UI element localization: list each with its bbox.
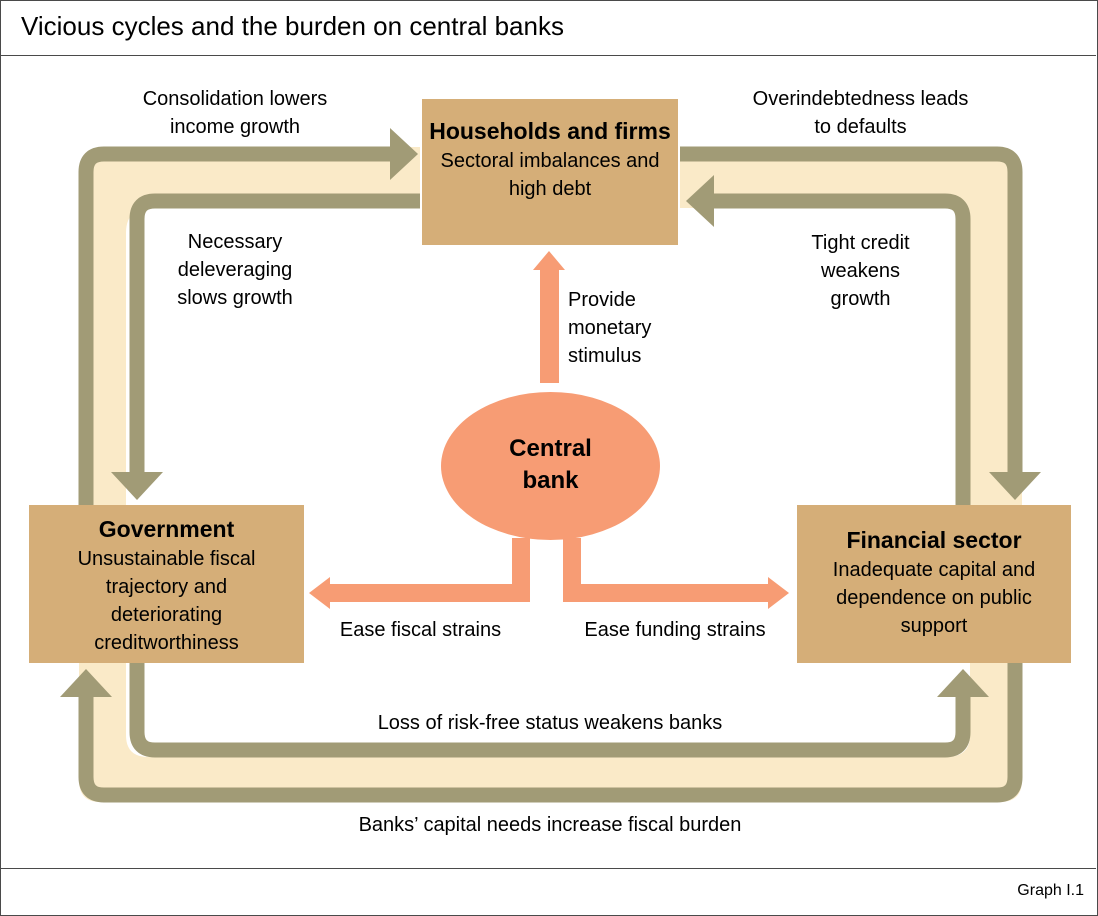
loop-band-bottom	[79, 663, 1022, 802]
flow-overindebtedness-line	[680, 146, 1023, 475]
flow-ease-funding-arrowhead	[768, 577, 789, 609]
flow-loss-risk-free-arrowhead	[937, 669, 989, 697]
flow-ease-fiscal-arrowhead	[309, 577, 330, 609]
loop-band	[79, 147, 420, 800]
label-ease-fiscal: Ease fiscal strains	[339, 619, 502, 641]
flow-monetary-stimulus-arrowhead	[533, 251, 565, 270]
node-financial-title: Financial sector	[846, 527, 1022, 553]
flow-ease-funding-line	[563, 538, 770, 602]
flow-banks-capital-arrowhead	[60, 669, 112, 697]
node-government-text: Unsustainable fiscal trajectory and dete…	[77, 548, 256, 654]
flow-overindebtedness-arrowhead	[989, 472, 1041, 500]
loop-band-right	[680, 147, 1022, 505]
label-deleveraging: Necessary deleveraging slows growth	[177, 231, 293, 309]
flow-tight-credit-line	[712, 193, 971, 505]
graph-title: Vicious cycles and the burden on central…	[21, 11, 564, 41]
label-banks-capital: Banks’ capital needs increase fiscal bur…	[358, 814, 742, 836]
node-households: Households and firms Sectoral imbalances…	[422, 99, 678, 245]
flow-tight-credit-arrowhead	[686, 175, 714, 227]
graph-number: Graph I.1	[1017, 882, 1084, 899]
label-monetary-stimulus: Provide monetary stimulus	[568, 289, 652, 367]
flow-consolidation-line	[78, 146, 392, 505]
node-financial-text: Inadequate capital and dependence on pub…	[832, 559, 1036, 637]
title-bar: Vicious cycles and the burden on central…	[0, 0, 1096, 56]
flow-ease-fiscal-line	[328, 538, 530, 602]
node-central-bank: Central bank	[441, 392, 660, 540]
node-households-title: Households and firms	[429, 118, 671, 144]
label-loss-risk-free: Loss of risk-free status weakens banks	[377, 712, 723, 734]
node-central-bank-title: Central bank	[509, 435, 592, 494]
flow-monetary-stimulus-shaft	[540, 268, 559, 383]
node-households-text: Sectoral imbalances and high debt	[440, 150, 660, 200]
footer-divider	[0, 868, 1096, 869]
label-overindebtedness: Overindebtedness leads to defaults	[752, 88, 969, 138]
node-financial: Financial sector Inadequate capital and …	[797, 505, 1071, 663]
flow-consolidation-arrowhead	[390, 128, 418, 180]
flow-deleveraging-line	[129, 193, 420, 475]
label-tight-credit: Tight credit weakens growth	[811, 232, 910, 310]
flow-loss-risk-free-line	[129, 663, 971, 758]
node-government: Government Unsustainable fiscal trajecto…	[29, 505, 304, 663]
label-consolidation: Consolidation lowers income growth	[142, 88, 328, 138]
label-ease-funding: Ease funding strains	[584, 619, 766, 641]
node-government-title: Government	[98, 516, 235, 542]
flow-banks-capital-line	[78, 663, 1023, 803]
flow-deleveraging-arrowhead	[111, 472, 163, 500]
